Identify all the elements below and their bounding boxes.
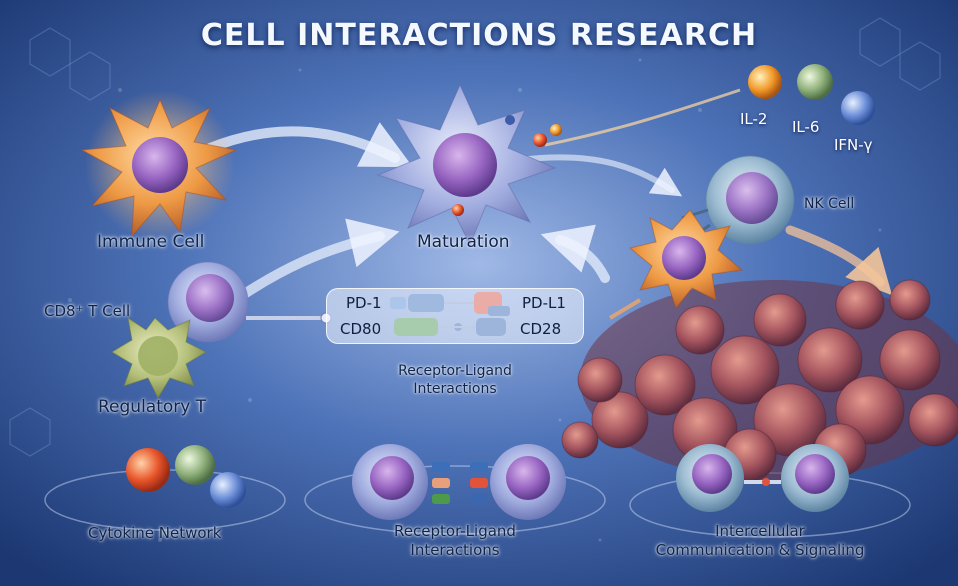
cytokine-network-orbs [126, 445, 246, 508]
label-il6: IL-6 [792, 118, 820, 136]
regulatory-t-cell [111, 316, 208, 400]
label-immune-cell: Immune Cell [97, 232, 205, 252]
label-ifn-gamma: IFN-γ [834, 136, 873, 154]
label-receptor-ligand-bottom: Receptor-Ligand Interactions [394, 522, 516, 559]
intercellular-cells [676, 444, 849, 512]
label-il2: IL-2 [740, 110, 768, 128]
arrow-nk-to-maturation [540, 224, 610, 283]
arrow-tcell-to-maturation [230, 218, 400, 305]
label-regulatory-t: Regulatory T [98, 397, 207, 417]
particle-dots [68, 58, 882, 542]
hexagon-pattern [9, 17, 941, 457]
label-cd28: CD28 [520, 320, 562, 338]
cytokine-trail [544, 88, 741, 147]
activated-cell [608, 209, 744, 320]
tumor-cluster [561, 279, 958, 482]
label-cytokine-network: Cytokine Network [88, 524, 222, 542]
arrow-maturation-to-nk [517, 154, 683, 197]
bottom-receptor-ligand-cells [352, 444, 566, 520]
label-cd80: CD80 [340, 320, 382, 338]
maturation-cell [376, 83, 562, 247]
cytokine-orbs-top [748, 64, 875, 125]
page-title: CELL INTERACTIONS RESEARCH [200, 18, 758, 53]
immune-cell [80, 90, 238, 240]
label-pdl1: PD-L1 [522, 294, 566, 312]
arrow-nk-to-tumor [785, 225, 893, 296]
label-pd1: PD-1 [346, 294, 382, 312]
label-intercellular: Intercellular Communication & Signaling [655, 522, 865, 559]
receptor-ligand-orbit [304, 465, 606, 535]
receptor-ligand-panel [326, 288, 584, 344]
label-cd8-t-cell: CD8⁺ T Cell [44, 302, 131, 320]
label-maturation: Maturation [417, 232, 510, 252]
label-nk-cell: NK Cell [804, 196, 855, 212]
label-receptor-ligand-mid: Receptor-Ligand Interactions [398, 363, 512, 397]
nk-cell [681, 155, 795, 245]
arrow-immune-to-maturation [205, 122, 413, 168]
